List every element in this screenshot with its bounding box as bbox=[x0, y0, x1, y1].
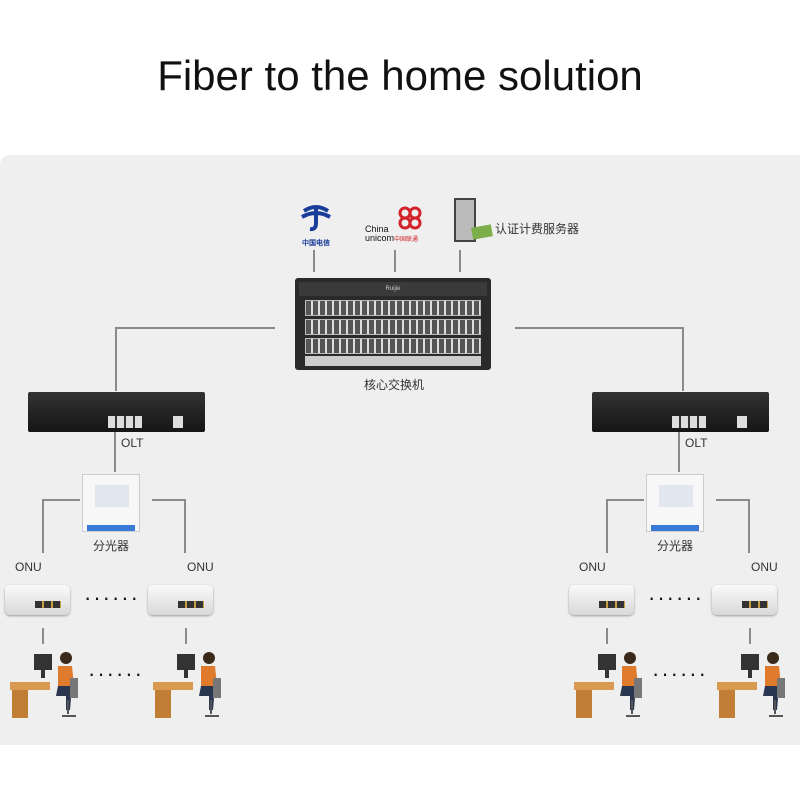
onu-device bbox=[148, 585, 213, 615]
connector-line bbox=[606, 499, 608, 553]
user-workstation-icon bbox=[10, 648, 82, 725]
onu-device bbox=[712, 585, 777, 615]
olt-label: OLT bbox=[121, 436, 144, 450]
china-telecom-logo: 中国电信 bbox=[298, 203, 334, 247]
onu-label: ONU bbox=[751, 560, 778, 574]
connector-line bbox=[115, 327, 117, 391]
ellipsis: ······ bbox=[84, 585, 140, 610]
diagram-panel bbox=[0, 155, 800, 745]
onu-label: ONU bbox=[579, 560, 606, 574]
splitter-label: 分光器 bbox=[657, 539, 694, 553]
connector-line bbox=[515, 327, 683, 329]
connector-line bbox=[152, 499, 186, 501]
connector-line bbox=[678, 432, 680, 472]
core-switch: Ruijie bbox=[295, 278, 491, 370]
onu-label: ONU bbox=[187, 560, 214, 574]
splitter-label: 分光器 bbox=[93, 539, 130, 553]
connector-line bbox=[115, 327, 275, 329]
connector-line bbox=[459, 250, 461, 272]
server-icon bbox=[452, 196, 494, 251]
optical-splitter bbox=[82, 474, 140, 532]
olt-device bbox=[592, 392, 769, 432]
user-workstation-icon bbox=[717, 648, 789, 725]
connector-line bbox=[682, 327, 684, 391]
ellipsis: ······ bbox=[88, 661, 144, 686]
onu-label: ONU bbox=[15, 560, 42, 574]
user-workstation-icon bbox=[574, 648, 646, 725]
ellipsis: ······ bbox=[652, 661, 708, 686]
connector-line bbox=[716, 499, 750, 501]
ellipsis: ······ bbox=[648, 585, 704, 610]
connector-line bbox=[42, 499, 80, 501]
connector-line bbox=[749, 628, 751, 644]
connector-line bbox=[748, 499, 750, 553]
connector-line bbox=[185, 628, 187, 644]
onu-device bbox=[569, 585, 634, 615]
onu-device bbox=[5, 585, 70, 615]
connector-line bbox=[606, 499, 644, 501]
user-workstation-icon bbox=[153, 648, 225, 725]
olt-label: OLT bbox=[685, 436, 708, 450]
olt-device bbox=[28, 392, 205, 432]
connector-line bbox=[42, 499, 44, 553]
connector-line bbox=[313, 250, 315, 272]
server-label: 认证计费服务器 bbox=[495, 222, 580, 236]
connector-line bbox=[606, 628, 608, 644]
connector-line bbox=[114, 432, 116, 472]
optical-splitter bbox=[646, 474, 704, 532]
connector-line bbox=[184, 499, 186, 553]
page-title: Fiber to the home solution bbox=[157, 52, 643, 99]
core-switch-label: 核心交换机 bbox=[364, 378, 425, 392]
connector-line bbox=[394, 250, 396, 272]
switch-brand: Ruijie bbox=[299, 282, 487, 296]
connector-line bbox=[42, 628, 44, 644]
